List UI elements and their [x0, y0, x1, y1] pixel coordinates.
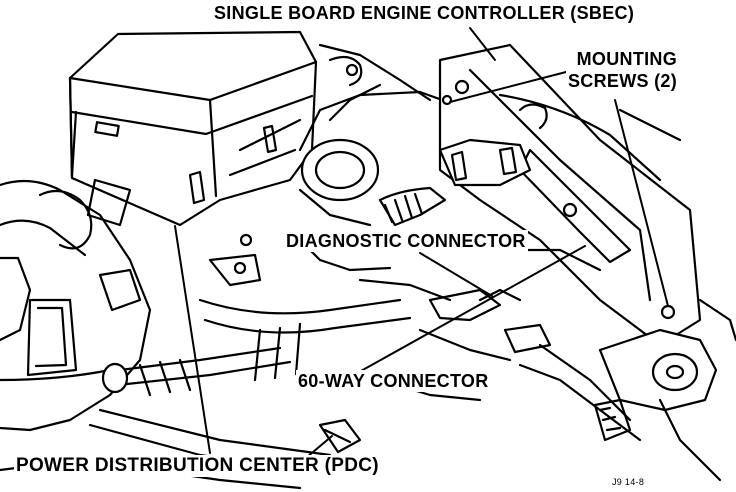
right-bracket: [598, 298, 736, 482]
pdc-label: POWER DISTRIBUTION CENTER (PDC): [14, 455, 381, 477]
leader-60way: [351, 245, 586, 377]
leader-sbec: [469, 27, 496, 61]
leader-diagnostic: [419, 252, 493, 297]
mounting-screws-line1: MOUNTING: [576, 49, 678, 69]
pdc-box: [68, 30, 318, 227]
leader-lines: [174, 27, 669, 464]
leader-screws-1: [449, 71, 567, 103]
throttle-body: [208, 43, 472, 287]
sixty-way-connector-label: 60-WAY CONNECTOR: [296, 370, 491, 392]
left-hoses: [0, 178, 332, 472]
harness-connectors: [318, 138, 642, 454]
mounting-screws-line2: SCREWS (2): [568, 71, 678, 91]
mounting-screws-label: MOUNTING SCREWS (2): [566, 48, 680, 92]
diagnostic-connector-label: DIAGNOSTIC CONNECTOR: [284, 230, 528, 252]
figure-code: J9 14-8: [612, 477, 645, 487]
sbec-label: SINGLE BOARD ENGINE CONTROLLER (SBEC): [212, 2, 637, 24]
leader-screws-2: [614, 99, 669, 307]
leader-pdc-1: [174, 225, 211, 454]
